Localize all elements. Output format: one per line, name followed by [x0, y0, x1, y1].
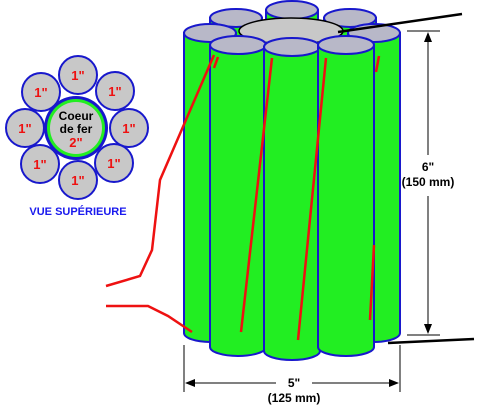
width-mm-label: (125 mm): [268, 391, 321, 405]
iron-core-top: Coeur de fer 2": [44, 96, 108, 160]
small-cylinder-label: 1": [34, 85, 47, 100]
cylinder-bundle: [105, 0, 475, 361]
height-mm-label: (150 mm): [402, 175, 455, 189]
small-cylinder-label: 1": [33, 157, 46, 172]
core-label-line2: de fer: [60, 122, 93, 136]
small-cylinder-left: 1": [5, 108, 45, 148]
small-cylinder-top-right: 1": [95, 71, 135, 111]
small-cylinder-top: 1": [58, 55, 98, 95]
small-cylinder-label: 1": [71, 173, 84, 188]
terminal-bottom: [387, 337, 475, 345]
wire-lead-lower: [106, 304, 193, 334]
top-view-caption: VUE SUPÉRIEURE: [29, 205, 126, 218]
core-label-line1: Coeur: [59, 109, 94, 123]
arrow-down: [424, 324, 432, 334]
small-cylinder-bottom-right: 1": [94, 143, 134, 183]
small-cylinder-top-left: 1": [21, 72, 61, 112]
small-cylinder-bottom-left: 1": [20, 144, 60, 184]
width-dimension: 5" (125 mm): [183, 345, 401, 405]
cylinder-front-left: [209, 35, 267, 357]
small-cylinder-label: 1": [107, 156, 120, 171]
height-dimension: 6" (150 mm): [402, 30, 455, 336]
arrow-up: [424, 32, 432, 42]
small-cylinder-bottom: 1": [58, 160, 98, 200]
cylinder-front-right: [317, 35, 375, 357]
cylinder-front-middle: [263, 37, 321, 361]
small-cylinder-label: 1": [122, 121, 135, 136]
width-inches-label: 5": [288, 376, 300, 390]
terminal-top: [337, 12, 463, 34]
small-cylinder-label: 1": [71, 68, 84, 83]
small-cylinder-label: 1": [18, 121, 31, 136]
wire-helix: [212, 55, 381, 341]
arrow-right: [389, 379, 399, 387]
wire-lead-upper: [105, 54, 216, 288]
core-size-label: 2": [69, 135, 82, 150]
arrow-left: [185, 379, 195, 387]
small-cylinder-right: 1": [109, 108, 149, 148]
small-cylinder-label: 1": [108, 84, 121, 99]
top-view: 1" 1" 1" 1" 1" 1" 1" 1": [5, 55, 149, 218]
height-inches-label: 6": [422, 160, 434, 174]
